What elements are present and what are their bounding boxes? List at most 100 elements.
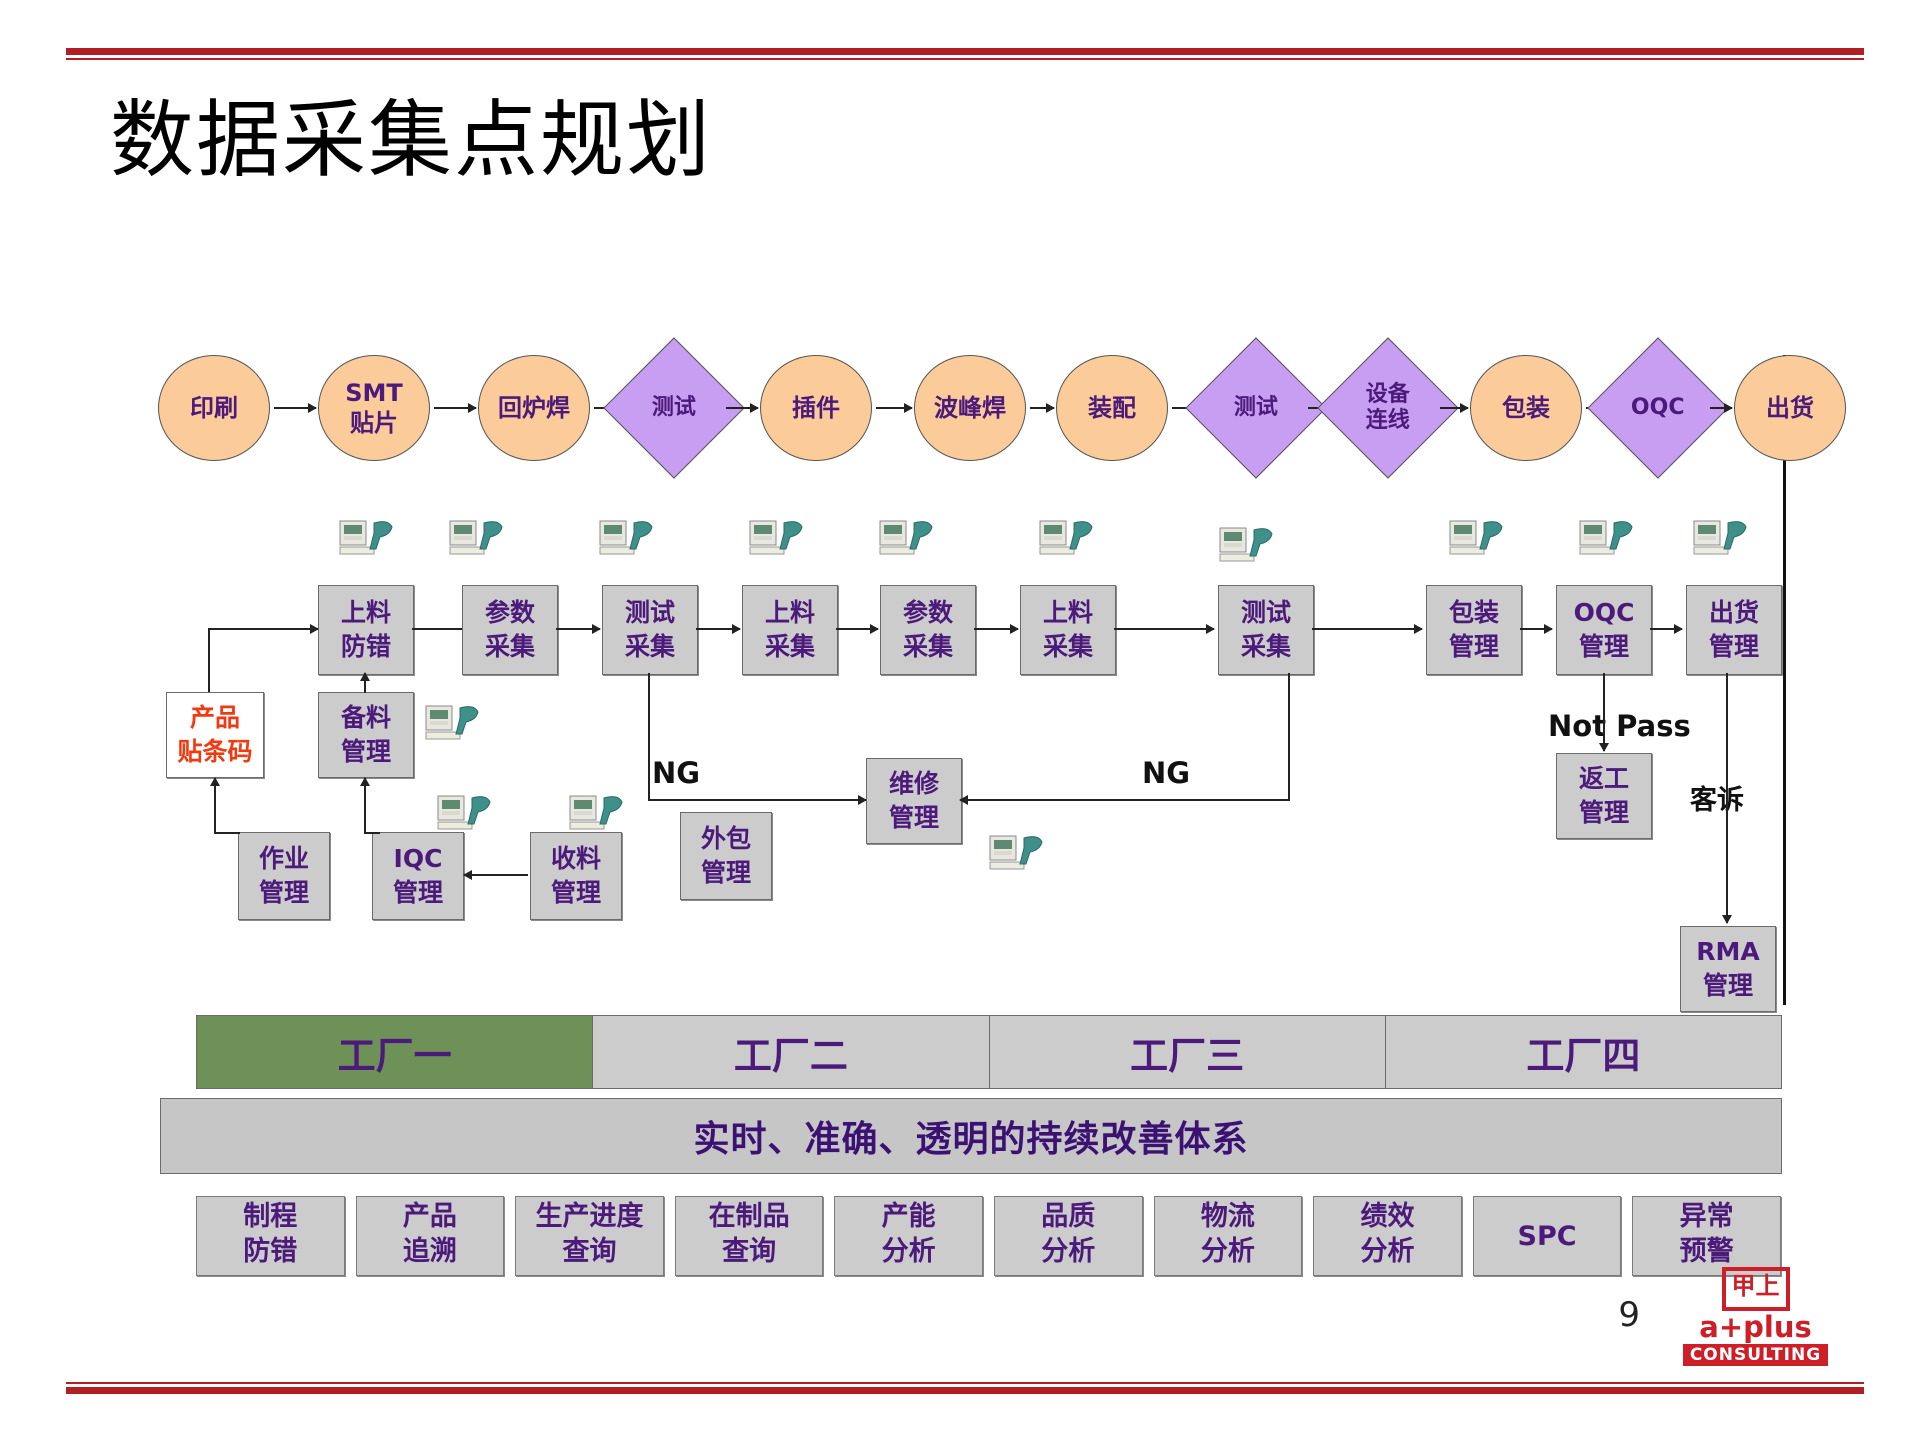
box-label-line2: 管理 xyxy=(340,737,391,766)
module-label-line1: 生产进度 xyxy=(535,1201,644,1232)
process-node-reflow[interactable]: 回炉焊 xyxy=(478,355,590,461)
process-arrow-1 xyxy=(274,403,317,413)
diagram-canvas: 印刷 SMT 贴片 回炉焊 测试 插件 波峰焊 装配 xyxy=(0,300,1920,1300)
process-node-packaging[interactable]: 包装 xyxy=(1470,355,1582,461)
logo-name: a+plus xyxy=(1699,1310,1812,1344)
module-label-line1: 绩效 xyxy=(1360,1201,1415,1232)
support-box-rework-mgmt[interactable]: 返工 管理 xyxy=(1556,753,1652,839)
box-label-line2: 管理 xyxy=(1578,798,1629,827)
support-box-product-barcode[interactable]: 产品 贴条码 xyxy=(166,692,264,778)
box-label-line1: 包装 xyxy=(1448,598,1499,628)
process-node-assembly[interactable]: 装配 xyxy=(1056,355,1168,461)
process-node-oqc[interactable]: OQC xyxy=(1587,337,1729,479)
module-wip-query[interactable]: 在制品 查询 xyxy=(674,1196,824,1276)
module-quality-analysis[interactable]: 品质 分析 xyxy=(993,1196,1143,1276)
support-box-iqc-mgmt[interactable]: IQC 管理 xyxy=(372,832,464,920)
collect-box-test-2[interactable]: 测试 采集 xyxy=(1218,585,1314,675)
module-capacity-analysis[interactable]: 产能 分析 xyxy=(834,1196,983,1276)
box-label-line2: 管理 xyxy=(392,878,443,907)
collect-arrow-7 xyxy=(1312,624,1423,634)
bottom-rule-thick xyxy=(66,1387,1864,1394)
factory-tab-3[interactable]: 工厂三 xyxy=(988,1015,1386,1089)
collect-box-param-1[interactable]: 参数 采集 xyxy=(462,585,558,675)
oqc-notpass-arrow xyxy=(1599,673,1609,752)
collect-box-shipping-mgmt[interactable]: 出货 管理 xyxy=(1686,585,1782,675)
collect-box-packaging-mgmt[interactable]: 包装 管理 xyxy=(1426,585,1522,675)
module-exception-alert[interactable]: 异常 预警 xyxy=(1632,1196,1781,1276)
box-label-line1: 上料 xyxy=(340,598,391,628)
box-label-line2: 采集 xyxy=(484,632,535,661)
process-node-label: 测试 xyxy=(651,394,697,420)
process-node-wave-solder[interactable]: 波峰焊 xyxy=(914,355,1026,461)
module-label-line1: 品质 xyxy=(1041,1201,1096,1232)
scanner-terminal-icon xyxy=(1038,515,1098,565)
module-label-line1: SPC xyxy=(1517,1221,1577,1253)
collect-box-test-1[interactable]: 测试 采集 xyxy=(602,585,698,675)
box-label-line1: 参数 xyxy=(484,598,535,628)
process-node-printing[interactable]: 印刷 xyxy=(158,355,270,461)
collect-box-loading-1[interactable]: 上料 采集 xyxy=(742,585,838,675)
logo-subtitle: CONSULTING xyxy=(1683,1344,1828,1367)
collect-box-loading-mistakeproof[interactable]: 上料 防错 xyxy=(318,585,414,675)
process-node-label-two-line: 设备 连线 xyxy=(1366,382,1410,435)
box-label-line2: 管理 xyxy=(1448,632,1499,661)
top-rule xyxy=(66,48,1864,60)
box-label-line1: RMA xyxy=(1696,937,1760,967)
process-node-smt[interactable]: SMT 贴片 xyxy=(318,355,430,461)
collect-link-1 xyxy=(412,628,462,630)
collect-box-oqc-mgmt[interactable]: OQC 管理 xyxy=(1556,585,1652,675)
scanner-terminal-icon xyxy=(1578,515,1638,565)
process-node-label-line2: 连线 xyxy=(1365,407,1411,433)
box-label-line1: OQC xyxy=(1573,598,1635,628)
collect-arrow-9 xyxy=(1650,624,1683,634)
process-node-shipping[interactable]: 出货 xyxy=(1734,355,1846,461)
collect-arrow-in xyxy=(268,624,319,634)
work-to-barcode-arrow xyxy=(210,777,220,834)
support-box-material-prep[interactable]: 备料 管理 xyxy=(318,692,414,778)
support-box-receiving-mgmt[interactable]: 收料 管理 xyxy=(530,832,622,920)
module-label-line1: 在制品 xyxy=(708,1201,790,1232)
process-arrow-11 xyxy=(1710,403,1733,413)
support-box-repair-mgmt[interactable]: 维修 管理 xyxy=(866,758,962,844)
box-label-line2: 管理 xyxy=(1708,632,1759,661)
module-label-line2: 查询 xyxy=(722,1236,777,1268)
module-label-line2: 查询 xyxy=(562,1236,617,1268)
module-label-line1: 制程 xyxy=(243,1201,298,1232)
scanner-terminal-icon xyxy=(878,515,938,565)
factory-tab-1[interactable]: 工厂一 xyxy=(196,1015,594,1089)
scanner-terminal-icon xyxy=(988,830,1048,880)
label-not-pass: Not Pass xyxy=(1548,709,1691,743)
factory-tab-4[interactable]: 工厂四 xyxy=(1384,1015,1782,1089)
loop-line-top xyxy=(208,628,270,630)
module-process-mistakeproof[interactable]: 制程 防错 xyxy=(196,1196,345,1276)
label-ng-right: NG xyxy=(1142,756,1191,790)
process-arrow-5 xyxy=(876,403,913,413)
module-label-line2: 分析 xyxy=(1200,1236,1255,1268)
module-logistics-analysis[interactable]: 物流 分析 xyxy=(1153,1196,1303,1276)
process-node-test-2[interactable]: 测试 xyxy=(1185,337,1327,479)
support-box-outsourcing-mgmt[interactable]: 外包 管理 xyxy=(680,812,772,900)
process-node-insertion[interactable]: 插件 xyxy=(760,355,872,461)
box-label-line1: 产品 xyxy=(189,703,240,733)
module-spc[interactable]: SPC xyxy=(1472,1196,1622,1276)
factory-tab-2[interactable]: 工厂二 xyxy=(592,1015,990,1089)
module-production-progress-query[interactable]: 生产进度 查询 xyxy=(515,1196,664,1276)
module-performance-analysis[interactable]: 绩效 分析 xyxy=(1313,1196,1462,1276)
collect-box-loading-2[interactable]: 上料 采集 xyxy=(1020,585,1116,675)
scanner-terminal-icon xyxy=(1218,522,1278,572)
collect-arrow-8 xyxy=(1520,624,1553,634)
ng-right-vline xyxy=(1288,673,1290,800)
process-node-label: 回炉焊 xyxy=(498,394,570,422)
support-box-rma-mgmt[interactable]: RMA 管理 xyxy=(1680,926,1776,1012)
support-box-work-mgmt[interactable]: 作业 管理 xyxy=(238,832,330,920)
module-label-line2: 分析 xyxy=(1041,1236,1096,1268)
module-product-traceability[interactable]: 产品 追溯 xyxy=(355,1196,505,1276)
loop-line-down xyxy=(208,628,210,710)
collect-box-param-2[interactable]: 参数 采集 xyxy=(880,585,976,675)
box-label-line1: 外包 xyxy=(700,824,751,854)
process-node-equipment-link[interactable]: 设备 连线 xyxy=(1317,337,1459,479)
process-node-label: 装配 xyxy=(1088,394,1136,422)
collect-arrow-5 xyxy=(974,624,1019,634)
process-node-test-1[interactable]: 测试 xyxy=(603,337,745,479)
box-label-line2: 防错 xyxy=(340,632,391,661)
